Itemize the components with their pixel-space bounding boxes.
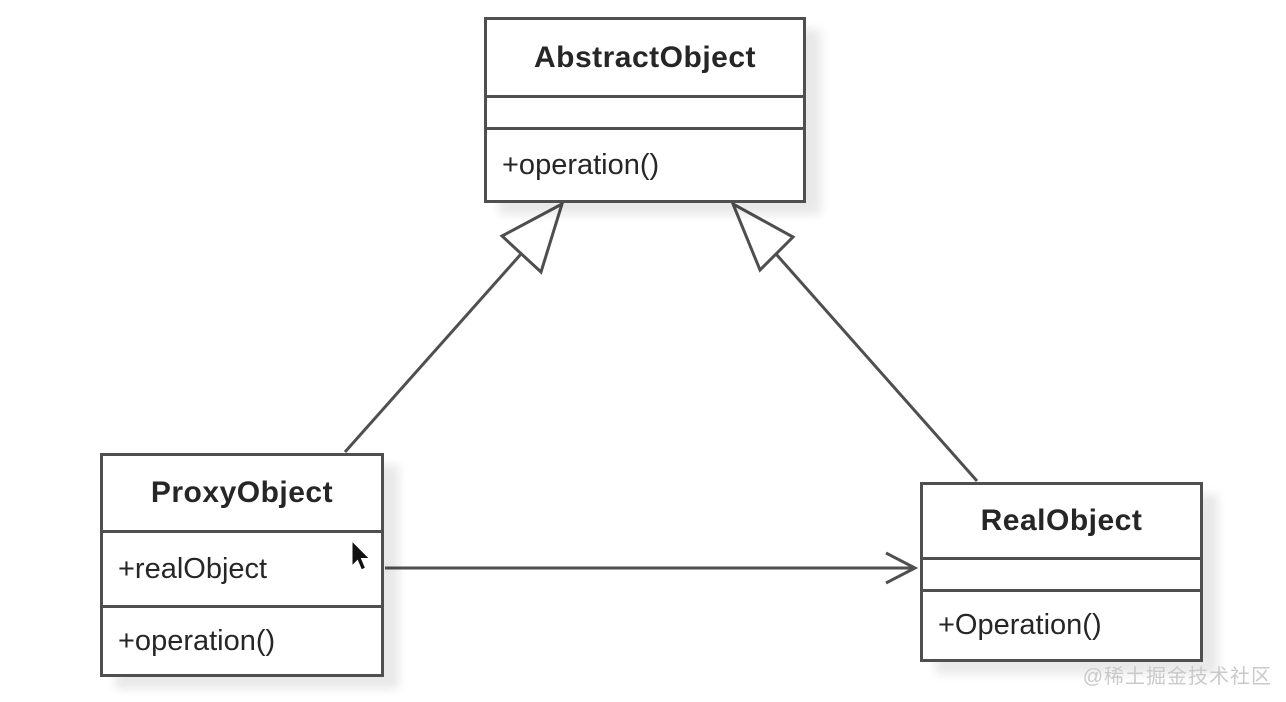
generalization-triangle-proxy: [499, 200, 565, 275]
class-attributes-realobject: [923, 560, 1200, 592]
class-box-proxyobject: ProxyObject +realObject +operation(): [100, 453, 384, 677]
class-methods-realobject: +Operation(): [938, 609, 1102, 641]
class-name-proxyobject: ProxyObject: [103, 456, 381, 533]
class-name-realobject: RealObject: [923, 485, 1200, 560]
class-attributes-abstractobject: [487, 98, 803, 130]
association-arrowhead: [885, 551, 919, 585]
generalization-triangle-real: [730, 200, 796, 273]
class-methods-abstractobject: +operation(): [502, 148, 660, 181]
generalization-line-real-to-abstract: [774, 253, 979, 482]
class-methods-proxyobject: +operation(): [118, 624, 276, 657]
generalization-line-proxy-to-abstract: [343, 253, 523, 453]
class-box-abstractobject: AbstractObject +operation(): [484, 17, 806, 203]
class-box-realobject: RealObject +Operation(): [920, 482, 1203, 662]
class-attributes-proxyobject: +realObject: [103, 533, 381, 608]
watermark-text: @稀土掘金技术社区: [1082, 666, 1272, 688]
class-name-abstractobject: AbstractObject: [487, 20, 803, 98]
